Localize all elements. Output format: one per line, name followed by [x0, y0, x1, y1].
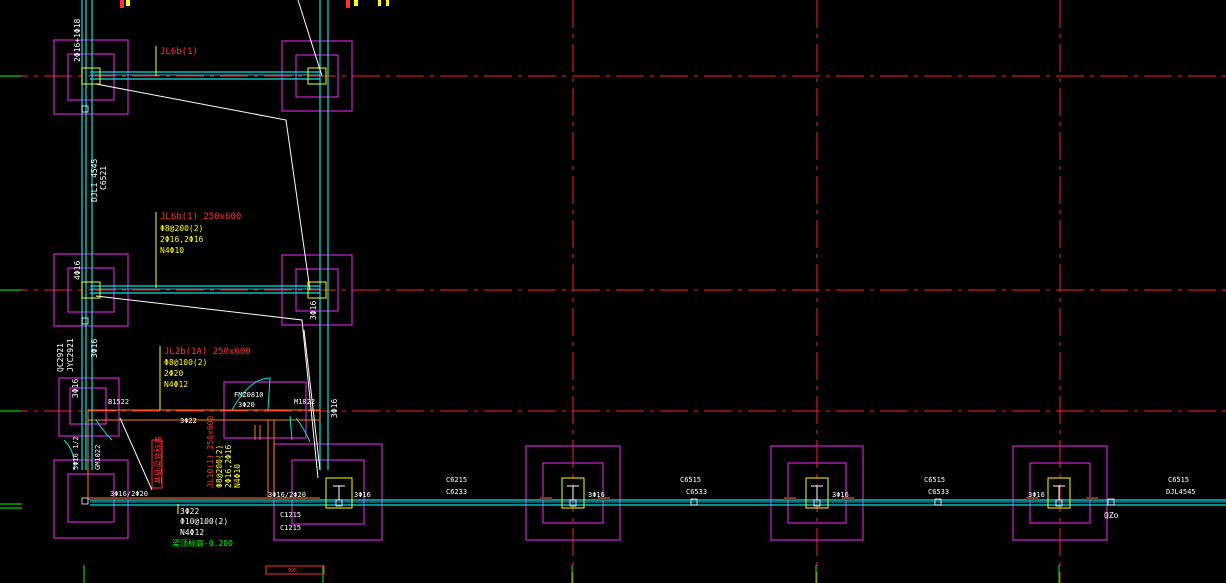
- label-jl10-side: N4Φ10: [233, 464, 242, 488]
- label-vertical-1: DJL1 4545: [90, 158, 99, 202]
- label-jl10-bars: 2Φ16,2Φ16: [224, 444, 233, 488]
- label-jl2-side: N4Φ12: [164, 380, 188, 389]
- label-c233: C6233: [446, 488, 467, 496]
- walls: [87, 409, 321, 500]
- label-c515-3: C6515: [1168, 476, 1189, 484]
- diagonal-lines: [95, 0, 323, 491]
- label-bars-f: 3Φ16: [1028, 491, 1045, 499]
- label-c533-2: C6533: [928, 488, 949, 496]
- label-b: B1522: [108, 398, 129, 406]
- pad-b-inner: [295, 54, 339, 98]
- label-c533-1: C6533: [686, 488, 707, 496]
- leader-lines: [155, 46, 179, 514]
- pad-j-inner: [787, 462, 847, 524]
- pad-e-outer: [58, 377, 120, 437]
- label-jl6-2: JL6b(1) 250x600: [160, 212, 241, 222]
- top-partial-labels: [120, 0, 389, 8]
- pad-c-outer: [53, 253, 129, 327]
- label-col-bars-2: 3Φ16: [309, 301, 318, 320]
- foundation-pads: [53, 39, 1108, 541]
- label-side-2: JYC2921: [66, 338, 75, 372]
- label-qz: QZo: [1104, 511, 1119, 520]
- label-m: M1022: [294, 398, 315, 406]
- label-c215: C6215: [446, 476, 467, 484]
- beam-inner-lines: [90, 74, 1226, 503]
- label-jl6-1: JL6b(1): [160, 47, 198, 57]
- label-c545: DJL4545: [1166, 488, 1196, 496]
- label-bottom-bars: 3Φ22: [180, 507, 199, 516]
- pad-k-inner: [1029, 462, 1091, 524]
- label-small-a: 5Φ16 1/2: [72, 436, 80, 470]
- label-bars-c: 3Φ16: [354, 491, 371, 499]
- pad-j-outer: [770, 445, 864, 541]
- pad-c-inner: [67, 267, 115, 313]
- label-c1215-b: C1215: [280, 524, 301, 532]
- brown-bands: [88, 497, 1098, 500]
- pad-b-outer: [281, 40, 353, 112]
- label-top-bar-2: 4Φ16: [73, 261, 82, 280]
- label-c515-1: C6515: [680, 476, 701, 484]
- label-col-bars: 3Φ16: [71, 379, 80, 398]
- label-red-note: 基础梁底标高: [153, 436, 163, 484]
- label-small-b: GM1022: [94, 445, 102, 470]
- label-mid-bar: 3Φ22: [180, 417, 197, 425]
- columns: [81, 67, 1071, 509]
- label-jl6-2-bars: 2Φ16,2Φ16: [160, 235, 204, 244]
- label-jl10: JL10(1) 250x600: [206, 416, 215, 488]
- label-bars-a: 3Φ16/2Φ20: [110, 490, 148, 498]
- pad-k-outer: [1012, 445, 1108, 541]
- label-vertical-2: C6521: [99, 166, 108, 190]
- label-bars-d: 3Φ16: [588, 491, 605, 499]
- beam-markers: [81, 105, 1115, 507]
- label-door-1: FMZ0810: [234, 391, 264, 399]
- label-jl2-stirrup: Φ8@100(2): [164, 358, 207, 367]
- column-T-marks: [333, 485, 1065, 500]
- label-jl6-2-stirrup: Φ8@200(2): [160, 224, 203, 233]
- labels: JL6b(1) JL6b(1) 250x600 Φ8@200(2) 2Φ16,2…: [56, 18, 1196, 574]
- label-side-1: QC2921: [56, 343, 65, 372]
- label-elevation: 梁顶标高-0.200: [172, 538, 233, 548]
- label-jl10-stirrup: Φ8@200(2): [215, 445, 224, 488]
- label-c515-2: C6515: [924, 476, 945, 484]
- label-door-1-bars: 3Φ20: [238, 401, 255, 409]
- label-bars-b: 3Φ16/2Φ20: [268, 491, 306, 499]
- label-dim: 995: [288, 568, 297, 574]
- label-side-3: 3Φ16: [90, 339, 99, 358]
- pad-d-inner: [295, 268, 339, 312]
- label-top-bar-1: 2Φ16+1Φ18: [73, 18, 82, 62]
- label-col-bars-3: 3Φ16: [330, 399, 339, 418]
- label-jl2-bars: 2Φ20: [164, 369, 183, 378]
- label-jl2: JL2b(1A) 250x600: [164, 347, 251, 357]
- pad-a-outer: [53, 39, 129, 115]
- door-swings: [63, 377, 311, 471]
- pad-d-outer: [281, 254, 353, 326]
- label-bottom-side: N4Φ12: [180, 528, 204, 537]
- red-markers: [151, 439, 325, 575]
- pad-a-inner: [67, 53, 115, 101]
- pad-i-outer: [525, 445, 621, 541]
- label-bottom-stirrup: Φ10@100(2): [180, 517, 228, 526]
- label-c1215-a: C1215: [280, 511, 301, 519]
- label-bars-e: 3Φ16: [832, 491, 849, 499]
- pad-i-inner: [542, 462, 604, 524]
- label-jl6-2-side: N4Φ10: [160, 246, 184, 255]
